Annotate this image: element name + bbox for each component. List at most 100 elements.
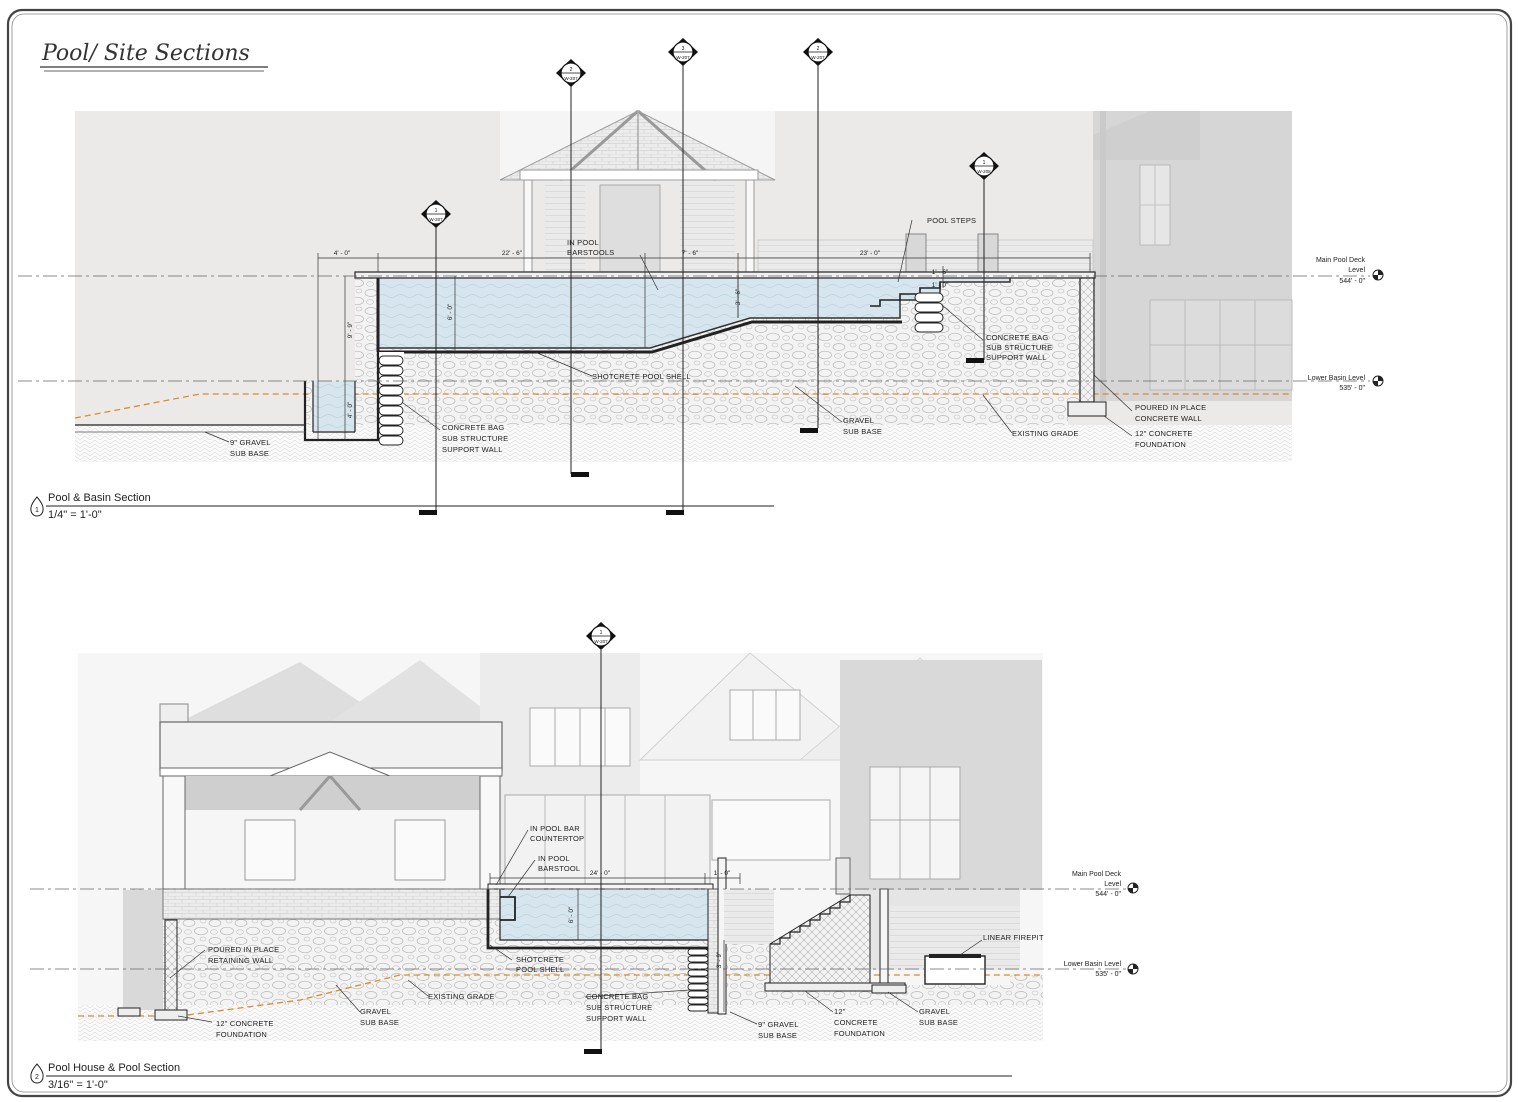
svg-text:Lower Basin Level: Lower Basin Level bbox=[1308, 375, 1366, 382]
svg-text:6' - 0": 6' - 0" bbox=[447, 303, 454, 320]
svg-text:7' - 6": 7' - 6" bbox=[682, 250, 699, 257]
svg-text:FOUNDATION: FOUNDATION bbox=[216, 1030, 267, 1039]
svg-text:SUB BASE: SUB BASE bbox=[843, 427, 882, 436]
svg-text:LINEAR FIREPIT: LINEAR FIREPIT bbox=[983, 933, 1044, 942]
section-2-heading: 2 Pool House & Pool Section 3/16" = 1'-0… bbox=[30, 1062, 1012, 1091]
svg-text:EXISTING GRADE: EXISTING GRADE bbox=[428, 992, 495, 1001]
svg-text:Lower Basin Level: Lower Basin Level bbox=[1064, 961, 1122, 968]
svg-text:SUPPORT WALL: SUPPORT WALL bbox=[442, 445, 503, 454]
svg-text:535' - 0": 535' - 0" bbox=[1095, 971, 1121, 978]
svg-text:544' - 0": 544' - 0" bbox=[1095, 891, 1121, 898]
svg-text:SHOTCRETE: SHOTCRETE bbox=[516, 955, 564, 964]
svg-text:GRAVEL: GRAVEL bbox=[919, 1007, 950, 1016]
svg-text:1: 1 bbox=[35, 507, 39, 514]
pool-house-gable bbox=[499, 109, 776, 277]
svg-text:22' - 6": 22' - 6" bbox=[502, 250, 523, 257]
svg-text:COUNTERTOP: COUNTERTOP bbox=[530, 834, 584, 843]
svg-text:IN POOL: IN POOL bbox=[567, 238, 599, 247]
section-tag-1b[interactable]: 2 W-207 bbox=[556, 59, 586, 87]
svg-text:SHOTCRETE POOL SHELL: SHOTCRETE POOL SHELL bbox=[592, 372, 691, 381]
svg-text:FOUNDATION: FOUNDATION bbox=[834, 1029, 885, 1038]
svg-text:SUB BASE: SUB BASE bbox=[230, 449, 269, 458]
svg-text:1' - 0": 1' - 0" bbox=[714, 870, 731, 877]
svg-text:1' - 0": 1' - 0" bbox=[932, 282, 949, 289]
svg-text:GRAVEL: GRAVEL bbox=[360, 1007, 391, 1016]
svg-text:CONCRETE WALL: CONCRETE WALL bbox=[1135, 414, 1202, 423]
concrete-bag-left bbox=[378, 352, 404, 446]
svg-text:535' - 0": 535' - 0" bbox=[1339, 385, 1365, 392]
svg-text:IN POOL: IN POOL bbox=[538, 854, 570, 863]
svg-text:9' - 9": 9' - 9" bbox=[347, 321, 354, 338]
svg-text:2: 2 bbox=[817, 46, 820, 52]
svg-text:W-207: W-207 bbox=[811, 55, 825, 60]
svg-text:Pool House & Pool Section: Pool House & Pool Section bbox=[48, 1062, 180, 1074]
level-marker-main-2: Main Pool Deck Level 544' - 0" bbox=[1072, 871, 1139, 898]
svg-text:Main Pool Deck: Main Pool Deck bbox=[1072, 871, 1122, 878]
svg-text:12" CONCRETE: 12" CONCRETE bbox=[1135, 429, 1193, 438]
section-tag-1c[interactable]: 3 W-207 bbox=[668, 38, 698, 66]
svg-text:BARSTOOL: BARSTOOL bbox=[538, 864, 580, 873]
svg-text:CONCRETE BAG: CONCRETE BAG bbox=[442, 423, 504, 432]
svg-text:W-208: W-208 bbox=[977, 169, 991, 174]
section-tag-1e[interactable]: 1 W-208 bbox=[969, 152, 999, 180]
svg-text:SUPPORT WALL: SUPPORT WALL bbox=[986, 353, 1047, 362]
svg-text:GRAVEL: GRAVEL bbox=[843, 416, 874, 425]
concrete-bag-right bbox=[914, 292, 944, 333]
svg-text:SUB STRUCTURE: SUB STRUCTURE bbox=[586, 1003, 652, 1012]
svg-text:POOL SHELL: POOL SHELL bbox=[516, 965, 564, 974]
svg-text:2: 2 bbox=[570, 67, 573, 73]
svg-text:SUB BASE: SUB BASE bbox=[919, 1018, 958, 1027]
svg-text:9" GRAVEL: 9" GRAVEL bbox=[230, 438, 271, 447]
section-tag-1d[interactable]: 2 W-207 bbox=[803, 38, 833, 66]
section-tag-1a[interactable]: 1 W-207 bbox=[421, 200, 451, 228]
svg-text:POURED IN PLACE: POURED IN PLACE bbox=[208, 945, 279, 954]
svg-text:12" CONCRETE: 12" CONCRETE bbox=[216, 1019, 274, 1028]
svg-text:4' - 0": 4' - 0" bbox=[334, 250, 351, 257]
svg-text:EXISTING GRADE: EXISTING GRADE bbox=[1012, 429, 1079, 438]
svg-text:3: 3 bbox=[682, 46, 685, 52]
svg-text:CONCRETE BAG: CONCRETE BAG bbox=[586, 992, 648, 1001]
svg-text:SUB STRUCTURE: SUB STRUCTURE bbox=[442, 434, 508, 443]
sheet-title: Pool/ Site Sections bbox=[41, 41, 250, 66]
svg-text:POURED IN PLACE: POURED IN PLACE bbox=[1135, 403, 1206, 412]
dimensions-1 bbox=[317, 253, 1091, 440]
level-marker-lower-2: Lower Basin Level 535' - 0" bbox=[1064, 961, 1139, 978]
svg-text:IN POOL BAR: IN POOL BAR bbox=[530, 824, 580, 833]
svg-text:2: 2 bbox=[35, 1074, 39, 1081]
pool-water-2 bbox=[500, 890, 708, 940]
svg-text:9" GRAVEL: 9" GRAVEL bbox=[758, 1020, 799, 1029]
svg-text:W-207: W-207 bbox=[594, 639, 608, 644]
svg-text:W-207: W-207 bbox=[676, 55, 690, 60]
house-elevation-right bbox=[1093, 111, 1293, 401]
section-1-pool-basin: Main Pool Deck Level 544' - 0" Lower Bas… bbox=[18, 38, 1384, 521]
level-marker-lower-1: Lower Basin Level 535' - 0" bbox=[1308, 375, 1384, 392]
svg-text:12": 12" bbox=[834, 1007, 846, 1016]
sheet-border bbox=[6, 8, 1513, 1098]
svg-text:3' - 9": 3' - 9" bbox=[716, 951, 723, 968]
svg-text:4' - 0": 4' - 0" bbox=[347, 401, 354, 418]
section-1-heading: 1 Pool & Basin Section 1/4" = 1'-0" bbox=[30, 492, 774, 521]
svg-text:RETAINING WALL: RETAINING WALL bbox=[208, 956, 273, 965]
linear-firepit bbox=[924, 955, 986, 985]
svg-text:1/4" = 1'-0": 1/4" = 1'-0" bbox=[48, 509, 102, 521]
svg-text:23' - 0": 23' - 0" bbox=[860, 250, 881, 257]
section-2-pool-house: Main Pool Deck Level 544' - 0" Lower Bas… bbox=[30, 622, 1139, 1091]
svg-text:Level: Level bbox=[1348, 267, 1365, 274]
stair-hatch bbox=[769, 894, 871, 986]
svg-text:6' - 0": 6' - 0" bbox=[568, 906, 575, 923]
svg-text:FOUNDATION: FOUNDATION bbox=[1135, 440, 1186, 449]
svg-text:SUB STRUCTURE: SUB STRUCTURE bbox=[986, 343, 1052, 352]
svg-text:3' - 6": 3' - 6" bbox=[735, 288, 742, 305]
svg-text:1' - 6": 1' - 6" bbox=[932, 269, 949, 276]
svg-text:BARSTOOLS: BARSTOOLS bbox=[567, 248, 615, 257]
section-tag-2a[interactable]: 1 W-207 bbox=[586, 622, 616, 650]
svg-text:W-207: W-207 bbox=[564, 76, 578, 81]
svg-text:POOL STEPS: POOL STEPS bbox=[927, 216, 976, 225]
svg-text:Level: Level bbox=[1104, 881, 1121, 888]
svg-text:CONCRETE BAG: CONCRETE BAG bbox=[986, 333, 1048, 342]
section-cut-lines-1 bbox=[435, 62, 985, 512]
svg-text:3/16" = 1'-0": 3/16" = 1'-0" bbox=[48, 1079, 108, 1091]
svg-text:1: 1 bbox=[435, 208, 438, 214]
svg-text:Pool & Basin Section: Pool & Basin Section bbox=[48, 492, 151, 504]
